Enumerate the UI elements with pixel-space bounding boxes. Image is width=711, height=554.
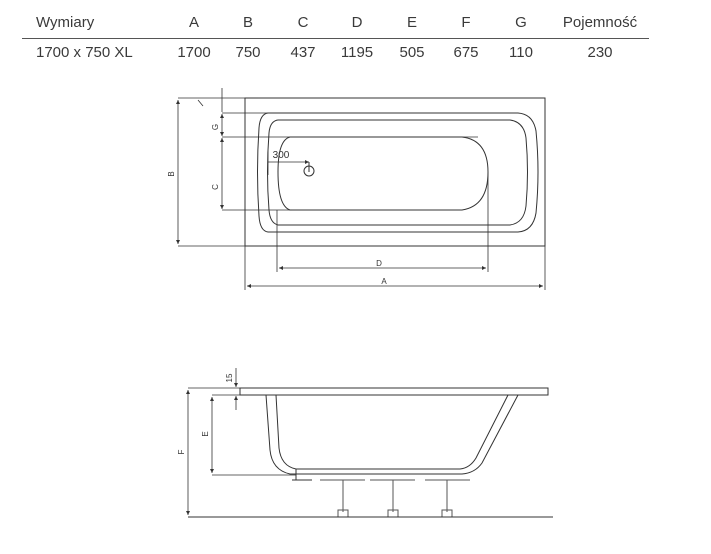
value-b: 750 xyxy=(235,44,261,61)
header-a: A xyxy=(188,14,200,31)
side-view-dimensions xyxy=(186,368,296,515)
dimension-table: Wymiary A B C D E F G Pojemność 1700 x 7… xyxy=(0,0,711,70)
label-b: B xyxy=(167,171,176,176)
tub-body-inner xyxy=(275,394,509,470)
label-rim-thickness: 15 xyxy=(225,373,234,382)
header-e: E xyxy=(406,14,418,31)
header-dimensions: Wymiary xyxy=(36,14,95,31)
tub-body-outer xyxy=(265,394,519,475)
value-f: 675 xyxy=(453,44,479,61)
label-d: D xyxy=(376,259,382,268)
tub-bowl-outline xyxy=(267,119,528,226)
value-d: 1195 xyxy=(340,44,374,61)
side-view xyxy=(239,387,549,481)
header-d: D xyxy=(351,14,363,31)
top-view xyxy=(244,97,546,247)
b-tick-mark xyxy=(197,99,204,107)
value-c: 437 xyxy=(290,44,316,61)
label-e: E xyxy=(201,431,210,436)
label-f: F xyxy=(177,449,186,454)
value-model: 1700 x 750 XL xyxy=(36,44,133,61)
header-g: G xyxy=(515,14,527,31)
label-g: G xyxy=(211,124,220,130)
table-divider xyxy=(22,38,649,39)
value-e: 505 xyxy=(399,44,425,61)
tub-floor-outline xyxy=(277,136,489,211)
value-capacity: 230 xyxy=(587,44,613,61)
value-g: 110 xyxy=(509,44,533,61)
header-capacity: Pojemność xyxy=(562,14,638,31)
label-drain-offset: 300 xyxy=(273,150,290,161)
header-b: B xyxy=(242,14,254,31)
tub-inner-edge xyxy=(257,112,539,233)
value-a: 1700 xyxy=(177,44,211,61)
header-f: F xyxy=(461,14,471,31)
top-view-dimensions xyxy=(176,88,546,290)
header-c: C xyxy=(297,14,309,31)
support-legs xyxy=(320,479,470,518)
label-a: A xyxy=(381,277,387,286)
tub-rim-profile xyxy=(239,387,549,396)
tub-outer-rim xyxy=(244,97,546,247)
label-c: C xyxy=(211,184,220,190)
